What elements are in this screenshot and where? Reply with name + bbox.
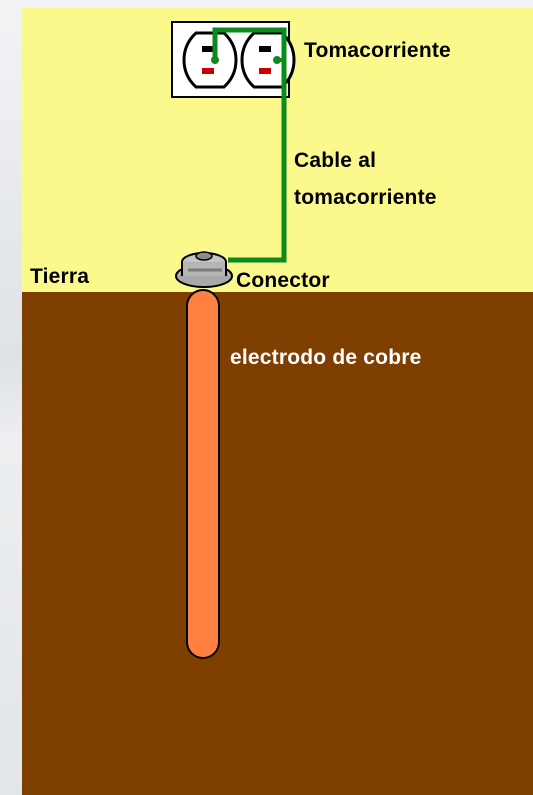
cable-label-line1: Cable al — [294, 149, 377, 172]
ground-cable — [212, 27, 287, 263]
cable-label-line2: tomacorriente — [294, 186, 437, 209]
ground-label: Tierra — [30, 265, 90, 288]
connector-icon — [175, 251, 233, 288]
receptacle-left — [182, 31, 238, 89]
outlet-icon — [171, 21, 296, 98]
connector-label: Conector — [236, 269, 330, 292]
electrode-rod — [186, 289, 220, 659]
earth-area — [22, 292, 533, 795]
cable-terminal-left — [211, 56, 219, 64]
outlet-label: Tomacorriente — [304, 39, 451, 62]
electrode-label: electrodo de cobre — [230, 346, 422, 369]
